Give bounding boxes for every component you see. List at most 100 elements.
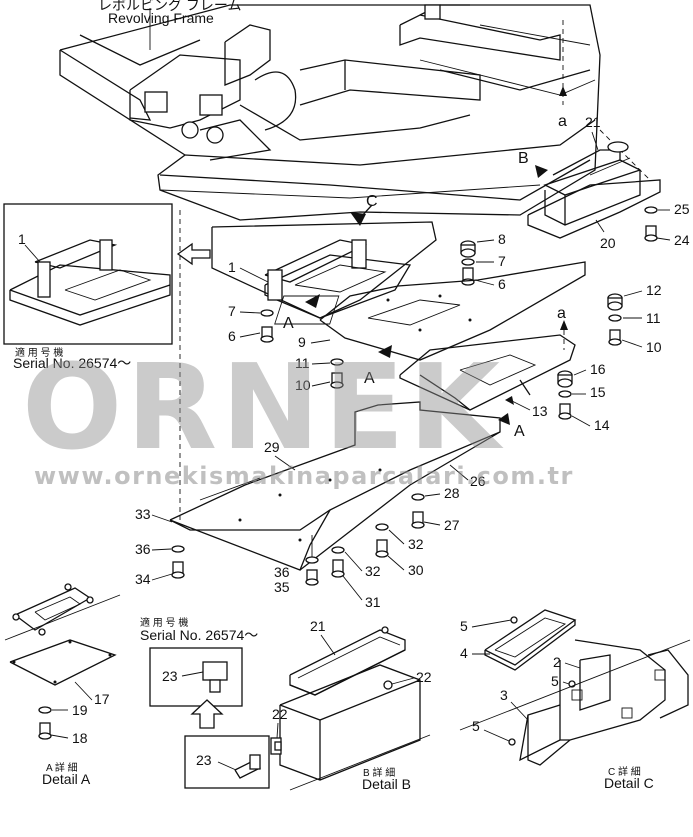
part-4: 4 [460,645,468,661]
part-27-bolt [411,511,425,529]
part-21-top: 21 [585,114,601,130]
part-10-left: 10 [295,377,311,393]
part-8: 8 [498,231,506,247]
part-6: 6 [498,276,506,292]
detail-a-en: Detail A [42,771,91,787]
part-33: 33 [135,506,151,522]
part-28: 28 [444,485,460,501]
part-14-bolt [558,403,572,420]
part-25: 25 [674,201,690,217]
serial-box-23 [149,647,243,707]
part-12-bushing [607,293,623,311]
part-5-c: 5 [472,718,480,734]
box-23-old [184,735,270,789]
detail-a-drawing [4,583,121,686]
serial-jp-center: 適 用 号 機 [140,616,188,629]
arrow-to-inset [176,242,211,266]
part-14: 14 [594,417,610,433]
part-7: 7 [498,253,506,269]
frame-label-en: Revolving Frame [108,10,214,26]
part-35-bolt [305,569,319,586]
letter-a2: A [364,370,375,387]
part-36-mid: 36 [274,564,290,580]
part-6-bolt-left [260,326,274,343]
arrow-a3 [498,413,510,425]
part-32-b: 32 [365,563,381,579]
detail-b-en: Detail B [362,776,411,792]
leader-1-inset [24,244,41,263]
part-7-washer [461,258,475,266]
part-11-left: 11 [295,355,310,371]
part-32-washer-b [331,546,345,554]
detail-c-jp: C 詳 細 [608,765,641,778]
part-15-washer [558,390,572,398]
arrow-a-top [559,86,567,96]
detail-a-jp: A 詳 細 [46,761,78,774]
part-23-new: 23 [162,668,178,684]
part-22-detail: 22 [416,669,432,685]
part-16-bushing [557,370,573,388]
floor-plate-lower [169,401,501,571]
part-24-bolt [644,225,658,242]
part-11-washer-right [608,314,622,322]
part-27: 27 [444,517,460,533]
part-32-washer-a [375,523,389,531]
part-8-bushing [460,240,476,258]
part-2: 2 [553,654,561,670]
part-11-right: 11 [646,310,661,326]
arrow-b [535,165,548,178]
floor-plate-upper [274,261,586,361]
part-12: 12 [646,282,662,298]
part-18: 18 [72,730,88,746]
part-10-bolt-right [608,329,622,346]
arrow-up-serial [190,699,224,729]
part-9: 9 [298,334,306,350]
part-36: 36 [135,541,151,557]
arrow-a2 [378,345,392,358]
part-26: 26 [470,473,486,489]
part-5-a: 5 [460,618,468,634]
letter-b: B [518,150,529,167]
part-20: 20 [600,235,616,251]
part-34: 34 [135,571,151,587]
letter-a3: A [514,423,525,440]
part-6-bolt [461,267,475,286]
part-17: 17 [94,691,110,707]
part-10-right: 10 [646,339,662,355]
part-36-washer-mid [305,556,319,564]
part-15: 15 [590,384,606,400]
part-25-washer [644,206,658,214]
part-6-left: 6 [228,328,236,344]
floor-plate-13 [399,334,576,411]
inset-box-serial [3,203,173,345]
part-19: 19 [72,702,88,718]
letter-c: C [366,193,378,210]
watermark-brand: ORNEK [22,338,505,476]
serial-jp-left: 適 用 号 機 [15,346,63,359]
part-1-inset: 1 [18,231,26,247]
part-13: 13 [532,403,548,419]
arrow-a1 [305,294,320,308]
frame-label-jp: レボルビング フレーム [98,0,241,13]
part-30-bolt [375,539,389,558]
part-16: 16 [590,361,606,377]
letter-a1: A [283,315,294,332]
part-24: 24 [674,232,690,248]
part-23-old: 23 [196,752,212,768]
part-11-washer [330,358,344,366]
part-34-bolt [171,561,185,579]
part-23-bolt-new [202,661,228,693]
part-19-washer [38,706,52,714]
part-36-washer [171,545,185,553]
part-23-bolt-old [234,754,261,779]
serial-en-left: Serial No. 26574～ [13,355,131,371]
part-7-washer-left [260,309,274,317]
part-32-a: 32 [408,536,424,552]
part-3: 3 [500,687,508,703]
arrow-a-mid [560,320,568,330]
part-10-bolt [330,372,344,389]
part-1: 1 [228,259,236,275]
battery-assembly [527,141,661,239]
letter-a-mid: a [557,305,566,322]
